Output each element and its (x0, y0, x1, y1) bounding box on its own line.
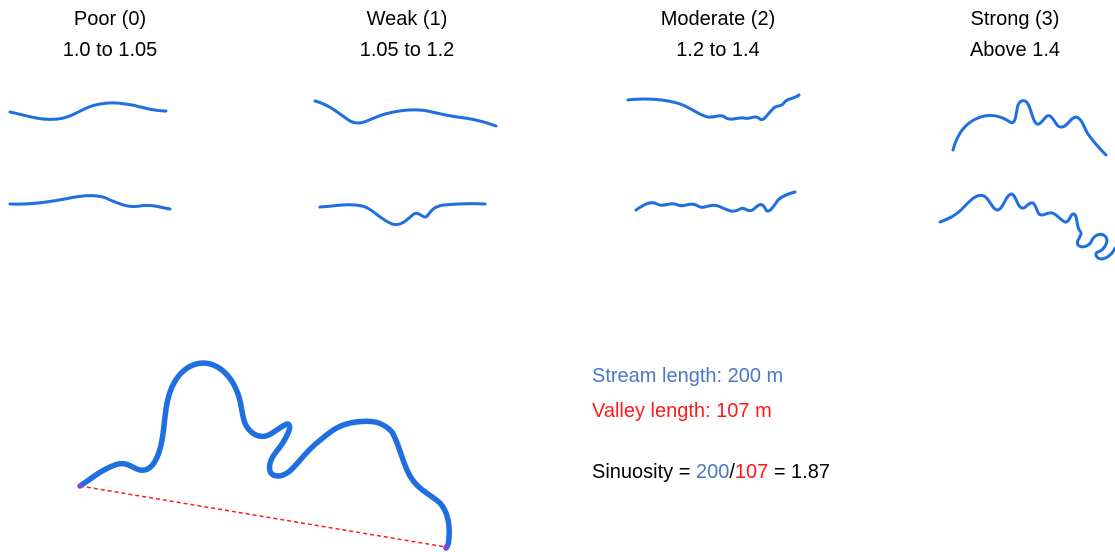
category-strong-name: Strong (3) (970, 8, 1060, 30)
sinuosity-result: = 1.87 (768, 461, 830, 483)
valley-end-point (443, 544, 449, 550)
category-strong-range: Above 1.4 (969, 39, 1061, 61)
category-moderate-range: 1.2 to 1.4 (676, 39, 760, 61)
valley-length-label: Valley length: 107 m (592, 400, 772, 422)
category-strong: Strong (3) Above 1.4 (915, 4, 1115, 66)
stream-moderate-1 (626, 93, 801, 122)
stream-moderate-2 (634, 190, 797, 213)
stream-strong-2 (938, 192, 1115, 261)
valley-line (79, 485, 447, 548)
sinuosity-prefix: Sinuosity = (592, 461, 696, 483)
stream-weak-1 (313, 99, 498, 128)
category-poor-name: Poor (0) (73, 8, 147, 30)
stream-poor-1 (8, 101, 168, 121)
sinuosity-equation: Sinuosity = 200/107 = 1.87 (592, 459, 830, 485)
category-moderate-name: Moderate (2) (660, 8, 776, 30)
category-weak: Weak (1) 1.05 to 1.2 (307, 4, 507, 66)
stream-weak-2 (318, 202, 487, 227)
category-moderate: Moderate (2) 1.2 to 1.4 (618, 4, 818, 66)
category-weak-name: Weak (1) (366, 8, 448, 30)
valley-start-point (77, 483, 83, 489)
sinuosity-valley-value: 107 (734, 461, 769, 483)
stream-poor-2 (8, 194, 172, 211)
stream-length-label: Stream length: 200 m (592, 365, 784, 387)
category-weak-range: 1.05 to 1.2 (359, 39, 455, 61)
stream-example (77, 360, 452, 551)
stream-strong-1 (951, 99, 1108, 157)
sinuosity-divider: / (729, 461, 735, 483)
category-poor: Poor (0) 1.0 to 1.05 (10, 4, 210, 66)
category-poor-range: 1.0 to 1.05 (62, 39, 158, 61)
sinuosity-stream-value: 200 (695, 461, 730, 483)
